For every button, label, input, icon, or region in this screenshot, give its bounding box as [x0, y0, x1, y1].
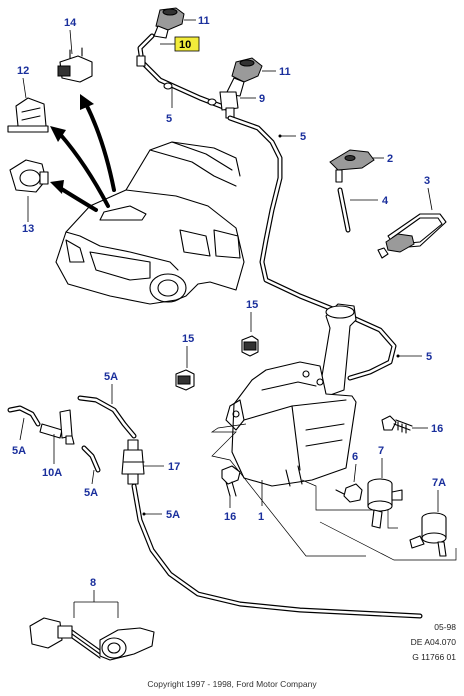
hose-4 [337, 187, 351, 233]
callout-7: 7 [378, 445, 384, 457]
callout-11-top: 11 [198, 15, 210, 27]
callout-11-second: 11 [279, 66, 291, 78]
reservoir-guide-lines [210, 423, 457, 561]
callout-5A-top: 5A [104, 371, 118, 383]
clip-14 [57, 47, 93, 83]
callout-8: 8 [90, 577, 96, 589]
callout-16-left: 16 [224, 511, 236, 523]
arrows-to-clips [50, 94, 116, 212]
hose-5A-mid [81, 445, 101, 473]
callout-16-right: 16 [431, 423, 443, 435]
pump-7A [409, 512, 447, 557]
callout-13: 13 [22, 223, 34, 235]
grommet-15-lower [175, 369, 195, 391]
copyright-notice: Copyright 1997 - 1998, Ford Motor Compan… [147, 679, 317, 689]
wiring-harness-8 [29, 617, 155, 661]
callout-15-lower: 15 [182, 333, 194, 345]
drawing-number: G 11766 01 [412, 652, 456, 662]
washer-jet-second [225, 57, 263, 97]
callout-15-upper: 15 [246, 299, 258, 311]
connector-9 [219, 91, 239, 119]
callout-7A: 7A [432, 477, 446, 489]
callout-6: 6 [352, 451, 358, 463]
pump-7 [367, 478, 403, 529]
hose-top [136, 33, 229, 111]
washer-jet-top [153, 7, 185, 39]
callout-10A: 10A [42, 467, 62, 479]
hose-5A-upper [77, 395, 137, 439]
seal-3 [377, 213, 447, 259]
callout-5A-low: 5A [166, 509, 180, 521]
callout-4: 4 [382, 195, 389, 207]
callout-3: 3 [424, 175, 430, 187]
bolt-16-right [381, 415, 413, 434]
callout-5A-mid: 5A [84, 487, 98, 499]
valve-17 [121, 439, 145, 485]
callout-12: 12 [17, 65, 29, 77]
callout-14: 14 [64, 17, 77, 29]
callout-5-reservoir: 5 [426, 351, 432, 363]
grommet-15-upper [241, 335, 259, 357]
callout-5-right: 5 [300, 131, 306, 143]
callout-17: 17 [168, 461, 180, 473]
clip-12 [7, 97, 49, 133]
drawing-ref: DE A04.070 [411, 637, 457, 647]
bolt-16-left [221, 465, 241, 497]
hose-5A-long [131, 483, 423, 619]
callout-9: 9 [259, 93, 265, 105]
callout-5-top: 5 [166, 113, 172, 125]
tee-10A [39, 409, 75, 445]
drawing-date: 05-98 [434, 622, 456, 632]
car-front-view [55, 141, 245, 305]
washer-reservoir-1 [225, 303, 357, 487]
grommet-6 [335, 483, 363, 503]
hose-5A-left [7, 405, 41, 427]
hose-main [227, 115, 397, 381]
callout-5A-left: 5A [12, 445, 26, 457]
rear-jet-2 [329, 149, 375, 183]
clip-13 [9, 159, 49, 193]
callout-1: 1 [258, 511, 264, 523]
callout-2: 2 [387, 153, 393, 165]
callout-10: 10 [179, 39, 191, 51]
